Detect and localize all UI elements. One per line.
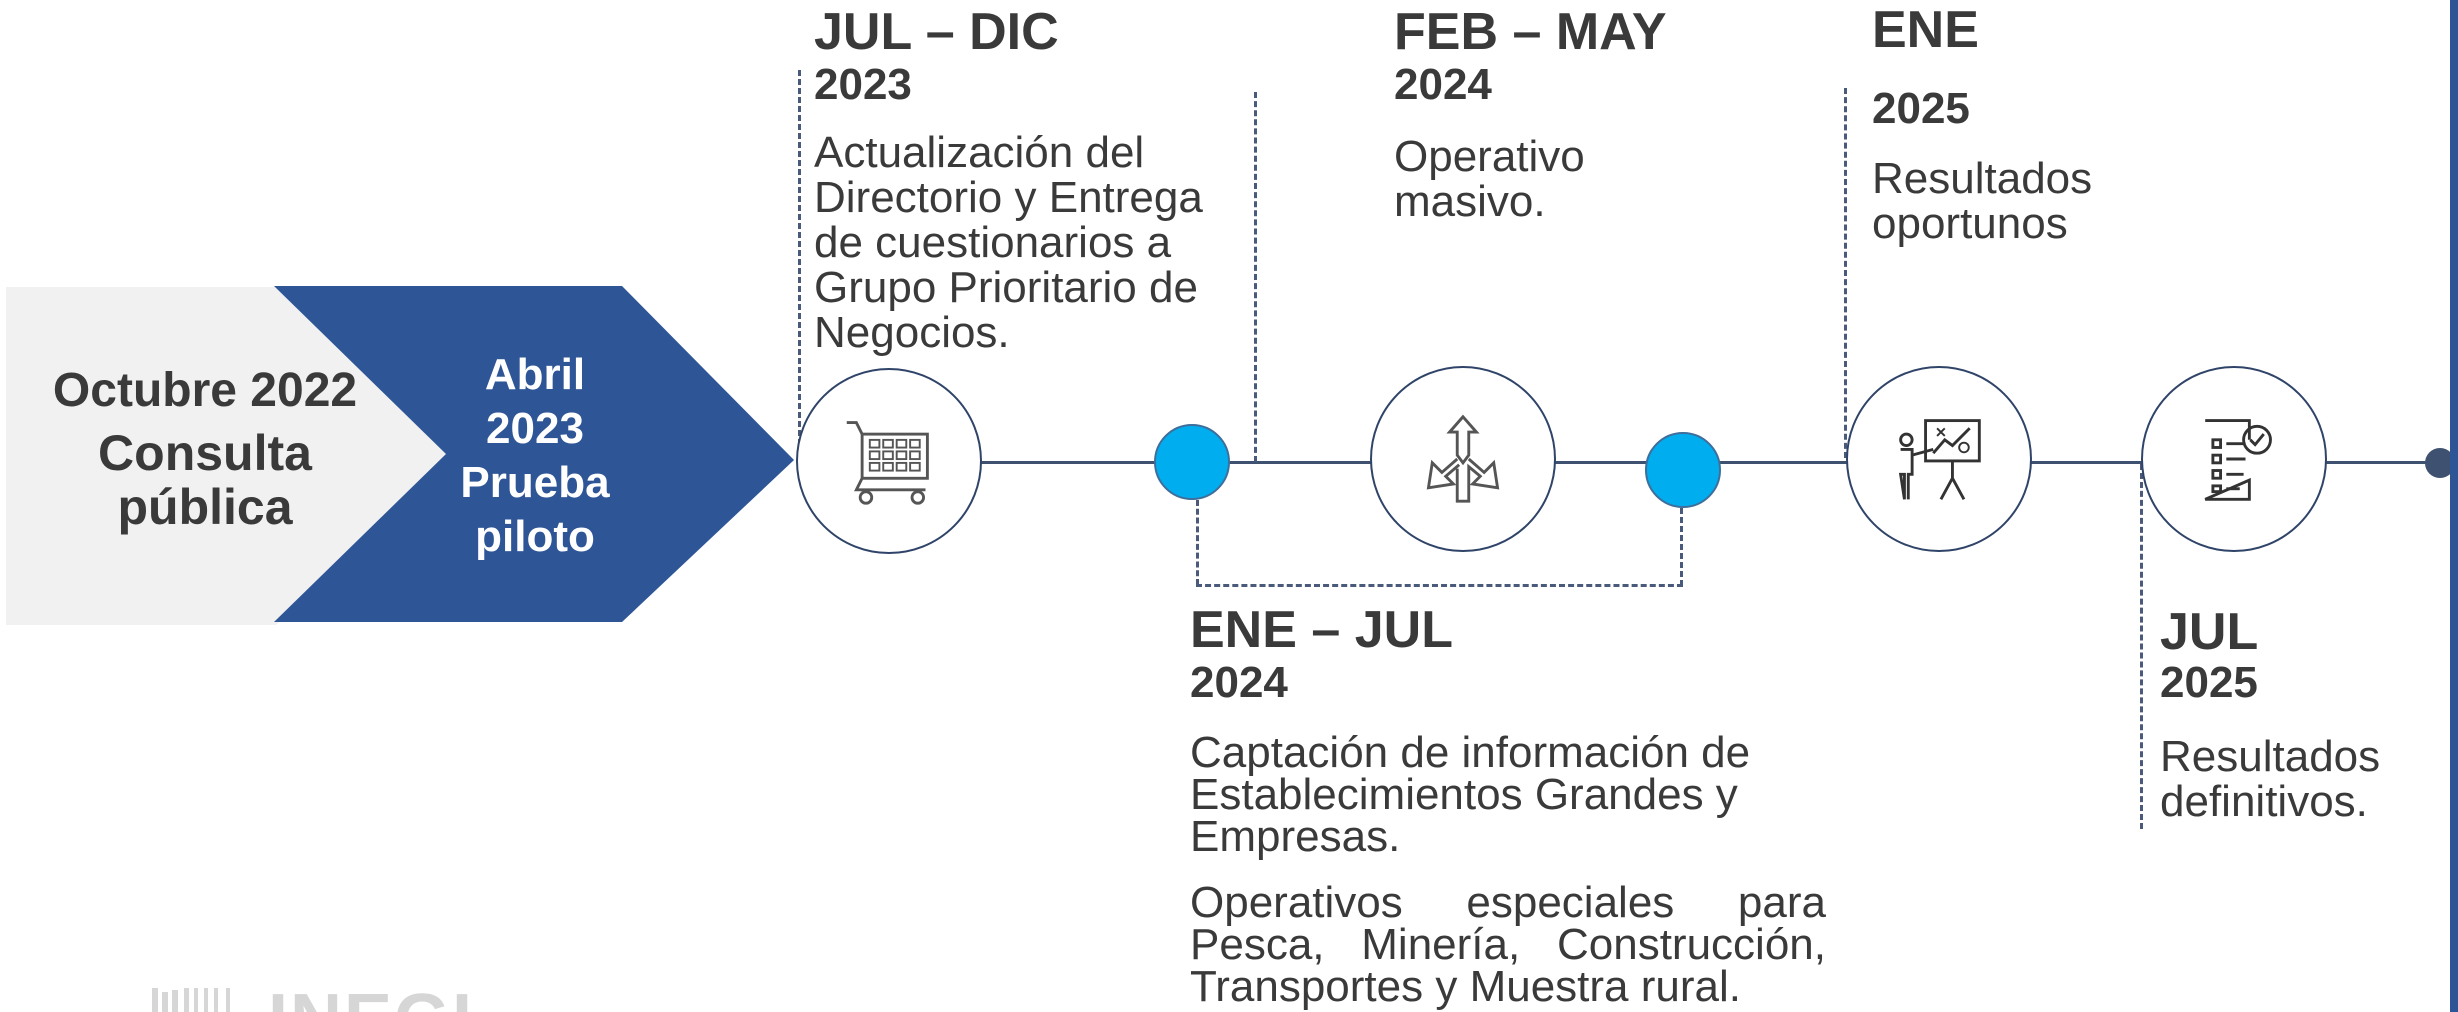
connector-m5: [2140, 464, 2143, 829]
milestone-2-text: FEB – MAY 2024 Operativo masivo.: [1394, 6, 1754, 224]
checklist-document-icon: [2204, 419, 2272, 501]
connector-m4: [1844, 88, 1847, 458]
pilot-label-2: piloto: [475, 512, 595, 561]
milestone-circle-5: [2141, 366, 2327, 552]
inegi-logo: INEGI: [150, 988, 530, 1012]
milestone-4-period: ENE: [1872, 1, 1979, 59]
milestone-5-year: 2025: [2160, 658, 2258, 707]
milestone-5-text: JUL 2025 Resultados definitivos.: [2160, 606, 2445, 824]
milestone-2-description: Operativo masivo.: [1394, 132, 1585, 226]
connector-m3-left: [1196, 500, 1199, 585]
milestone-3-year: 2024: [1190, 658, 1288, 707]
milestone-circle-1: [796, 368, 982, 554]
milestone-3-text: ENE – JUL 2024 Captación de información …: [1190, 601, 1830, 1011]
connector-m3-right: [1680, 508, 1683, 586]
milestone-dot-1: [1154, 424, 1230, 500]
start-year: 2022: [250, 364, 358, 417]
pilot-month: Abril: [484, 350, 586, 399]
milestone-1-text: JUL – DIC 2023 Actualización del Directo…: [814, 6, 1254, 355]
milestone-4-year: 2025: [1872, 84, 1970, 133]
milestone-dot-2: [1645, 432, 1721, 508]
connector-m3-bottom: [1196, 584, 1683, 587]
pilot-year: 2023: [486, 404, 584, 453]
milestone-2-year: 2024: [1394, 60, 1492, 109]
pilot-block: Abril 2023 Prueba piloto: [430, 348, 640, 564]
shopping-cart-icon: [846, 421, 929, 505]
start-arrow-shape: [6, 287, 448, 625]
pilot-label-1: Prueba: [460, 458, 610, 507]
milestone-circle-4: [1846, 366, 2032, 552]
inegi-logo-text: INEGI: [268, 988, 474, 1012]
start-title: Consulta pública: [98, 425, 312, 535]
start-month: Octubre: [52, 364, 237, 417]
milestone-3-period: ENE – JUL: [1190, 601, 1453, 659]
milestone-5-description: Resultados definitivos.: [2160, 732, 2381, 826]
inegi-logo-mark-icon: [152, 988, 230, 1012]
milestone-1-year: 2023: [814, 60, 912, 109]
milestone-4-text: ENE 2025 Resultados oportunos: [1872, 4, 2172, 246]
pilot-chevron-shape: [274, 286, 794, 622]
milestone-4-description: Resultados oportunos: [1872, 154, 2093, 248]
milestone-1-period: JUL – DIC: [814, 3, 1059, 61]
milestone-5-period: JUL: [2160, 603, 2259, 661]
milestone-2-period: FEB – MAY: [1394, 3, 1667, 61]
connector-m1-right: [1254, 92, 1257, 462]
right-edge-bar: [2450, 0, 2458, 1012]
start-block: Octubre 2022 Consulta pública: [20, 360, 390, 534]
presenter-chart-icon: [1898, 419, 1981, 501]
milestone-1-description: Actualización del Directorio y Entrega d…: [814, 128, 1203, 357]
connector-m1-left: [798, 70, 801, 445]
milestone-3-description-2: Operativos especiales para Pesca, Minerí…: [1190, 878, 1826, 1011]
milestone-circle-2: [1370, 366, 1556, 552]
split-arrows-icon: [1426, 414, 1500, 503]
milestone-3-description-1: Captación de información de Establecimie…: [1190, 728, 1751, 861]
